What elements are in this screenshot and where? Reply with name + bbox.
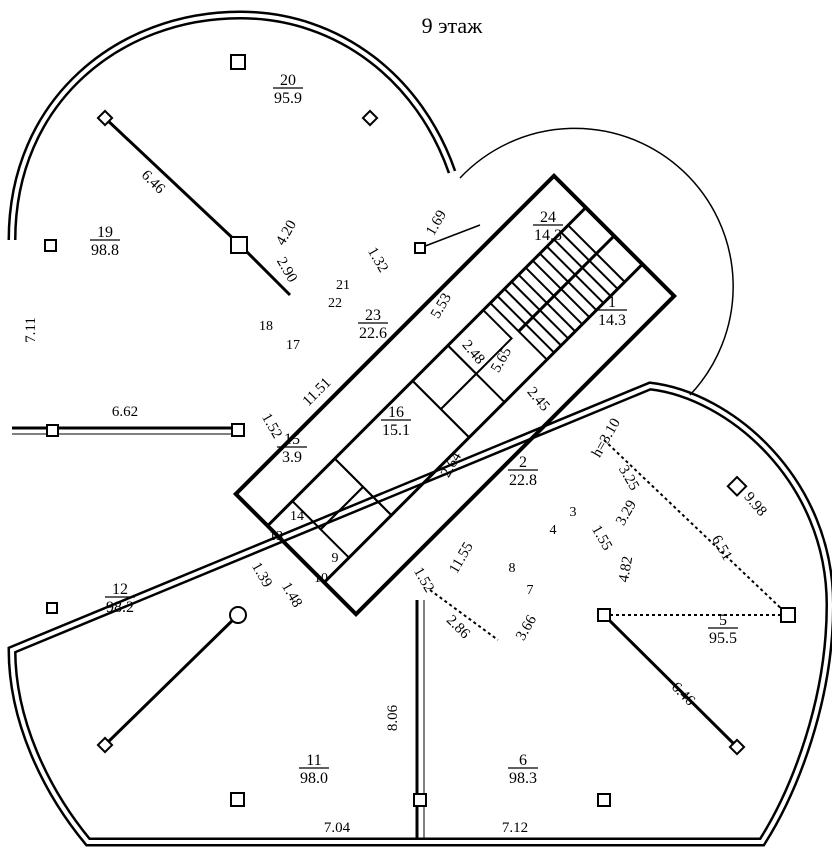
room-number: 12: [112, 581, 128, 598]
building-core: [232, 172, 678, 618]
dimension-label: 7.11: [23, 317, 39, 343]
room-number: 2: [519, 454, 527, 471]
room-number: 1: [608, 294, 616, 311]
partition-walls: [12, 116, 789, 840]
room-number: 20: [280, 72, 296, 89]
small-room-number: 22: [328, 296, 342, 311]
room-area: 98.0: [300, 770, 328, 787]
small-room-number: 13: [269, 529, 283, 544]
room-area: 98.2: [106, 599, 134, 616]
dimension-label: 4.20: [273, 218, 300, 249]
small-room-number: 21: [336, 278, 350, 293]
floor-title: 9 этаж: [422, 13, 484, 38]
small-room-number: 3: [570, 505, 577, 520]
dimension-label: 9.98: [740, 489, 769, 519]
dimension-label: 3.25: [615, 463, 642, 494]
dimension-label: 5.65: [488, 345, 515, 376]
room-area: 22.6: [359, 325, 387, 342]
dimension-label: 4.82: [616, 555, 636, 584]
small-room-number: 8: [509, 561, 516, 576]
room-number: 16: [388, 404, 404, 421]
small-room-number: 4: [550, 523, 557, 538]
room-label: 595.5: [708, 612, 738, 647]
small-room-number: 18: [259, 319, 273, 334]
room-area: 22.8: [509, 472, 537, 489]
room-area: 98.3: [509, 770, 537, 787]
dimension-label: 6.51: [708, 533, 735, 564]
room-area: 15.1: [382, 422, 410, 439]
room-number: 5: [719, 612, 727, 629]
room-number: 6: [519, 752, 527, 769]
room-area: 14.3: [598, 312, 626, 329]
dimension-label: 3.66: [513, 612, 540, 643]
dimension-label: 6.62: [112, 404, 138, 420]
outer-wall: [7, 10, 832, 847]
room-area: 95.5: [709, 630, 737, 647]
room-label: 222.8: [508, 454, 538, 489]
room-area: 14.3: [534, 227, 562, 244]
small-room-number: 10: [314, 571, 328, 586]
small-room-labels: 18 17 22 21 14 13 9 10 34 87: [259, 278, 577, 598]
dimension-label: 1.55: [588, 523, 615, 554]
room-label: 114.3: [597, 294, 627, 329]
dimension-label: 7.04: [324, 820, 351, 836]
dimension-label: 2.86: [443, 612, 473, 642]
room-labels: 2095.91998.82414.3114.32322.61615.1153.9…: [90, 72, 738, 787]
dimension-label: 3.29: [613, 498, 640, 529]
columns: [44, 54, 796, 807]
room-number: 15: [284, 431, 300, 448]
room-number: 24: [540, 209, 556, 226]
dimension-label: 1.39: [248, 560, 275, 591]
dimension-label: 1.32: [364, 245, 391, 276]
dimension-label: 1.48: [278, 580, 305, 611]
dimension-label: 2.48: [458, 337, 487, 367]
room-number: 23: [365, 307, 381, 324]
dimension-label: 1.52: [258, 411, 285, 442]
room-number: 11: [306, 752, 321, 769]
room-label: 153.9: [277, 431, 307, 466]
dimension-label: 2.45: [523, 384, 552, 414]
dimension-label: 7.12: [502, 820, 528, 836]
room-area: 3.9: [282, 449, 302, 466]
dimension-label: 11.51: [300, 375, 335, 410]
room-area: 98.8: [91, 242, 119, 259]
small-room-number: 9: [332, 551, 339, 566]
small-room-number: 14: [290, 509, 304, 524]
dimension-label: 8.06: [385, 704, 401, 731]
dimension-label: 11.55: [446, 540, 476, 577]
dimension-label: 1.52: [410, 565, 437, 596]
room-area: 95.9: [274, 90, 302, 107]
room-number: 19: [97, 224, 113, 241]
dimension-label: 1.69: [423, 208, 450, 239]
small-room-number: 7: [527, 583, 534, 598]
room-label: 698.3: [508, 752, 538, 787]
small-room-number: 17: [286, 338, 300, 353]
